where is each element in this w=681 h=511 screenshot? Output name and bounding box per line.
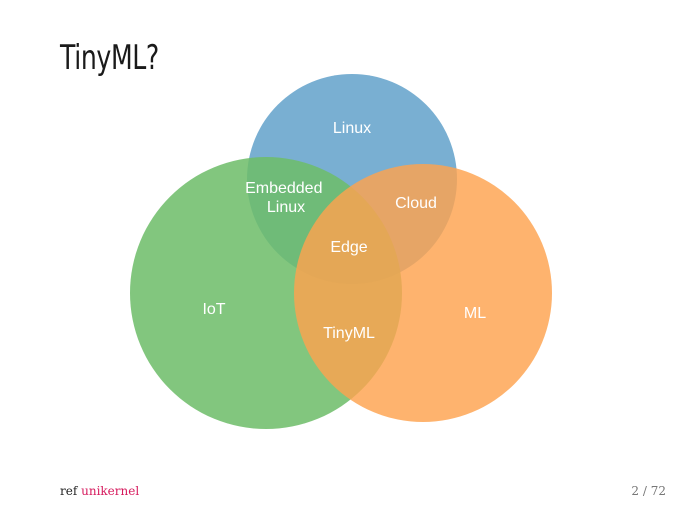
label-cloud: Cloud: [395, 195, 437, 212]
label-iot: IoT: [202, 301, 225, 318]
label-tinyml: TinyML: [323, 325, 375, 342]
slide-title: TinyML?: [60, 38, 159, 78]
label-edge: Edge: [330, 239, 367, 256]
label-linux: Linux: [333, 120, 371, 137]
footer-prefix: ref: [60, 484, 78, 498]
footer-reference: ref unikernel: [60, 484, 139, 498]
label-embedded-linux-line-2: Linux: [267, 199, 305, 216]
footer-link-unikernel[interactable]: unikernel: [81, 484, 140, 498]
set-circle-ml: [294, 164, 552, 422]
label-embedded-linux-line-1: Embedded: [245, 180, 322, 197]
page-number: 2 / 72: [631, 484, 666, 498]
label-ml: ML: [464, 305, 486, 322]
label-embedded-linux: Embedded Linux: [245, 180, 327, 216]
